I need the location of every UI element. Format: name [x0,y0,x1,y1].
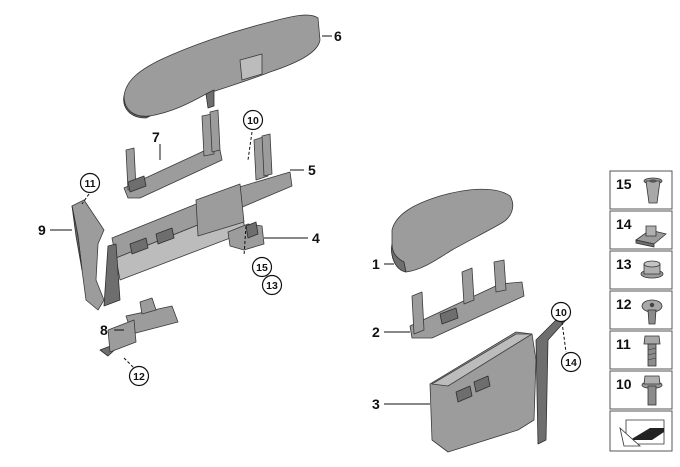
circled-12: 12 [128,365,150,387]
svg-text:15: 15 [616,176,632,192]
callout-8: 8 [100,322,108,338]
circled-10-lower: 10 [550,301,572,323]
svg-text:15: 15 [256,262,268,274]
hex-bolt-icon [643,335,661,367]
callout-3: 3 [372,396,380,412]
frame-right [409,259,525,339]
rivet-nut-icon [643,177,663,204]
bracket-lower [99,297,179,357]
frame-upper [123,109,223,199]
clip-nut-icon [635,225,667,248]
fastener-13: 13 [609,250,673,290]
svg-text:10: 10 [616,376,632,392]
housing-right [429,315,567,453]
svg-text:10: 10 [555,307,567,319]
callout-6: 6 [334,28,342,44]
torx-screw-icon [641,299,663,325]
svg-text:13: 13 [616,256,632,272]
fastener-15: 15 [609,170,673,210]
fastener-11: 11 [609,330,673,370]
fastener-panel: 15 14 13 [609,170,673,452]
circled-15: 15 [251,256,273,278]
callout-labels: 6 7 5 9 4 8 1 2 3 [38,28,380,412]
svg-text:12: 12 [133,371,145,383]
callout-5: 5 [308,162,316,178]
leader-lines [50,35,567,405]
callout-7: 7 [152,129,160,145]
circled-14: 14 [560,351,582,373]
hex-bolt-washer-icon [641,375,663,406]
svg-text:13: 13 [266,280,278,292]
fastener-12: 12 [609,290,673,330]
arrow-sheet-icon [619,419,665,447]
cover-upper [123,14,321,119]
flange-nut-icon [640,260,664,279]
svg-text:11: 11 [84,178,95,190]
svg-text:14: 14 [616,216,632,232]
callout-9: 9 [38,222,46,238]
fastener-14: 14 [609,210,673,250]
svg-text:12: 12 [616,296,632,312]
clip-small [227,221,265,251]
circled-10-upper: 10 [242,109,264,131]
circled-13: 13 [261,274,283,296]
svg-text:14: 14 [565,357,577,369]
holder-main [103,133,293,307]
fastener-10: 10 [609,370,673,410]
cover-right [391,188,514,273]
svg-text:10: 10 [247,115,259,127]
svg-text:11: 11 [616,336,631,352]
circled-11: 11 [79,172,101,194]
callout-2: 2 [372,324,380,340]
bracket-left [71,199,105,311]
panel-symbol [609,410,673,452]
callout-4: 4 [312,230,320,246]
callout-1: 1 [372,256,380,272]
circled-labels: 10 11 15 13 12 10 14 [79,109,582,387]
